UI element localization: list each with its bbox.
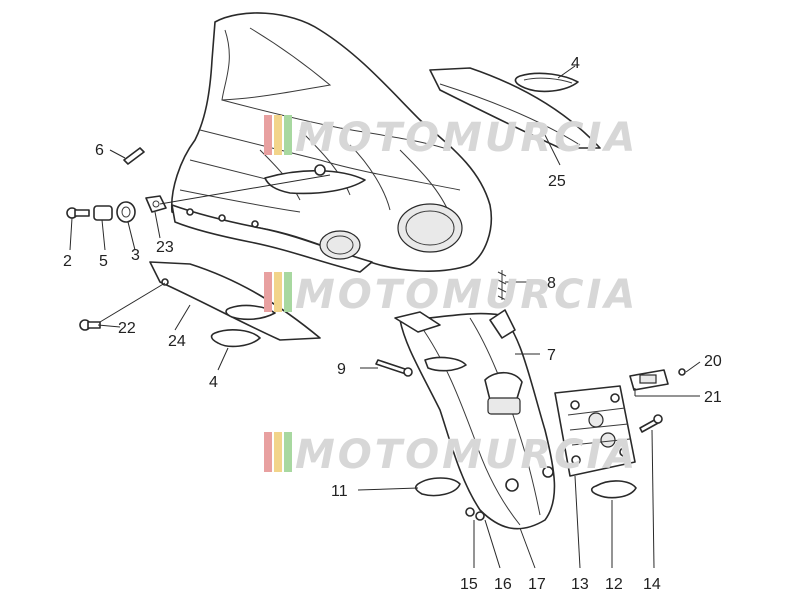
callout-6: 6 (95, 142, 104, 159)
clip-guide (159, 174, 331, 205)
callout-7: 7 (547, 347, 556, 364)
reflector-12 (590, 480, 637, 499)
callout-16: 16 (494, 576, 512, 593)
grommet-3 (116, 201, 136, 223)
badge-4-upper (514, 72, 579, 93)
watermark-text: MOTOMURCIA (295, 432, 638, 478)
callout-4-upper: 4 (571, 55, 580, 72)
watermark-3: MOTOMURCIA (264, 432, 638, 478)
clip-nut-23 (145, 195, 167, 213)
callout-23: 23 (156, 239, 174, 256)
screw-9 (375, 359, 413, 377)
callout-12: 12 (605, 576, 623, 593)
callout-labels: 4 25 6 2 5 3 23 22 24 4 8 7 9 11 15 16 1… (63, 55, 722, 593)
callout-22: 20 (704, 353, 722, 370)
callout-15: 15 (460, 576, 478, 593)
bracket (424, 356, 467, 372)
badge-4-lower (210, 329, 261, 348)
callout-3: 3 (131, 247, 140, 264)
callout-21: 21 (704, 389, 722, 406)
screw-15-16 (465, 507, 485, 521)
callout-13: 13 (571, 576, 589, 593)
watermark: MOTOMURCIA MOTOMURCIA MOTOMURCIA (264, 115, 638, 478)
screw-14 (639, 414, 663, 433)
callout-9: 9 (337, 361, 346, 378)
callout-24: 24 (168, 333, 186, 350)
plate-holder-13 (554, 385, 636, 477)
screw-20-guide (99, 282, 166, 323)
watermark-text: MOTOMURCIA (295, 272, 638, 318)
side-panel-24 (149, 261, 321, 341)
callout-17: 17 (528, 576, 546, 593)
side-panel-25 (429, 67, 601, 149)
callout-8: 8 (547, 275, 556, 292)
screw-20 (79, 319, 101, 331)
pin-6 (123, 147, 145, 165)
rear-body-cowl (170, 12, 493, 273)
callout-14: 14 (643, 576, 661, 593)
screw-2 (66, 207, 90, 219)
screw-22 (678, 368, 686, 376)
watermark-1: MOTOMURCIA (264, 115, 638, 161)
spacer-5 (93, 205, 113, 221)
rear-mudguard (394, 309, 556, 530)
leader-lines (69, 65, 701, 569)
callout-5: 5 (99, 253, 108, 270)
reflector-11 (414, 477, 461, 497)
spring-8 (497, 270, 507, 301)
plate-light-21 (629, 369, 669, 391)
watermark-text: MOTOMURCIA (295, 115, 638, 161)
callout-25: 25 (548, 173, 566, 190)
watermark-2: MOTOMURCIA (264, 272, 638, 318)
callout-20: 22 (118, 320, 136, 337)
callout-4-lower: 4 (209, 374, 218, 391)
callout-2: 2 (63, 253, 72, 270)
callout-11: 11 (331, 483, 348, 500)
